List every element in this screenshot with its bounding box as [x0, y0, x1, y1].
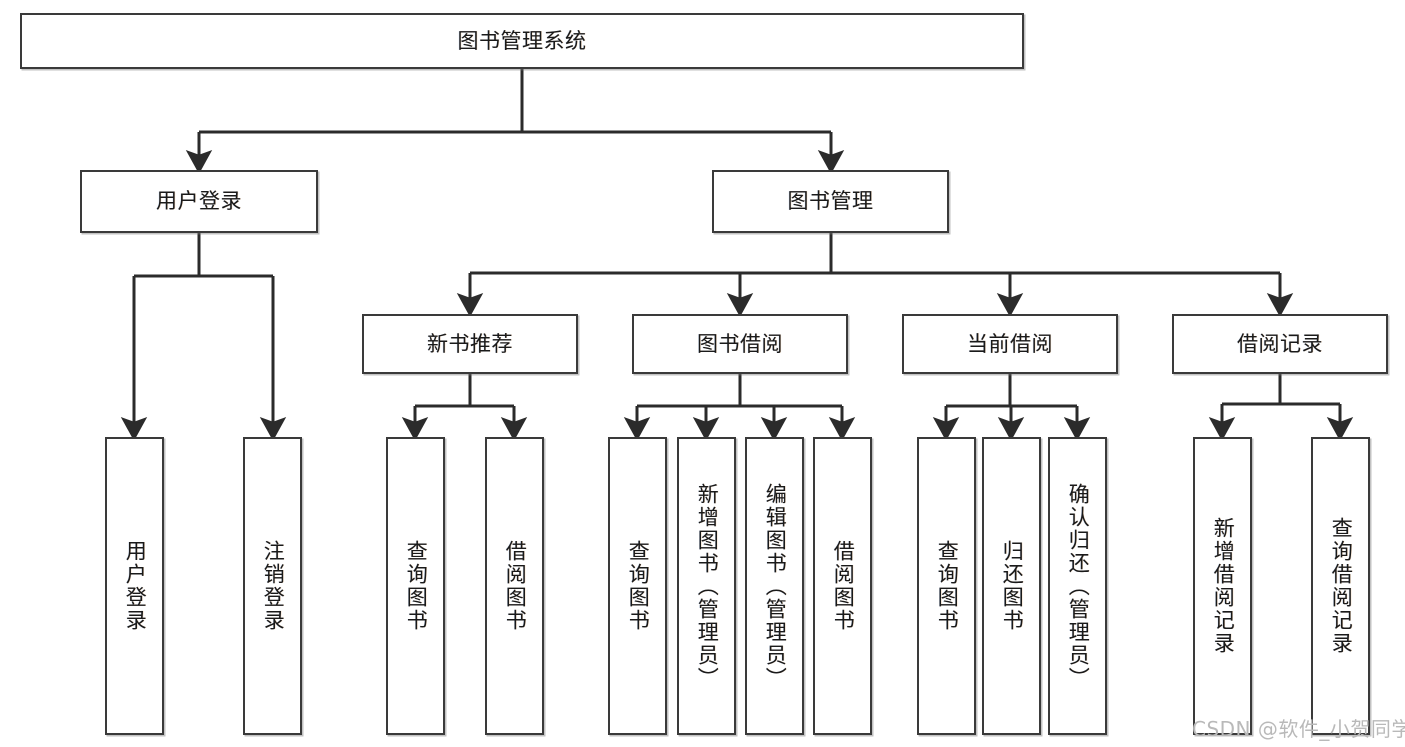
node-label: 借阅图书	[503, 540, 528, 632]
node-current-borrow[interactable]: 当前借阅	[902, 314, 1118, 374]
node-label: 图书管理系统	[457, 28, 587, 53]
node-user-login[interactable]: 用户登录	[80, 170, 318, 233]
leaf-edit-book-admin[interactable]: 编辑图书（管理员）	[745, 437, 804, 735]
leaf-borrow-book-borrow[interactable]: 借阅图书	[813, 437, 872, 735]
node-label: 借阅记录	[1237, 331, 1323, 356]
leaf-add-book-admin[interactable]: 新增图书（管理员）	[677, 437, 736, 735]
leaf-query-book-current[interactable]: 查询图书	[917, 437, 976, 735]
node-label: 注销登录	[261, 540, 286, 632]
node-label: 查询图书	[626, 540, 651, 632]
leaf-add-borrow-record[interactable]: 新增借阅记录	[1193, 437, 1252, 735]
node-label: 用户登录	[156, 189, 242, 214]
node-label: 查询图书	[404, 540, 429, 632]
node-label: 查询借阅记录	[1329, 517, 1354, 655]
node-label: 编辑图书（管理员）	[763, 482, 788, 690]
node-label: 当前借阅	[967, 331, 1053, 356]
leaf-return-book[interactable]: 归还图书	[982, 437, 1041, 735]
node-label: 查询图书	[935, 540, 960, 632]
leaf-query-book-borrow[interactable]: 查询图书	[608, 437, 667, 735]
node-label: 归还图书	[1000, 540, 1025, 632]
node-book-borrow[interactable]: 图书借阅	[632, 314, 848, 374]
leaf-confirm-return-admin[interactable]: 确认归还（管理员）	[1048, 437, 1107, 735]
node-label: 确认归还（管理员）	[1066, 482, 1091, 690]
node-borrow-records[interactable]: 借阅记录	[1172, 314, 1388, 374]
node-label: 新增借阅记录	[1211, 517, 1236, 655]
leaf-user-login[interactable]: 用户登录	[105, 437, 164, 735]
leaf-query-book-newbook[interactable]: 查询图书	[386, 437, 445, 735]
node-label: 新增图书（管理员）	[695, 482, 720, 690]
node-label: 图书管理	[787, 189, 874, 214]
node-label: 图书借阅	[697, 331, 783, 356]
node-book-management[interactable]: 图书管理	[712, 170, 949, 233]
leaf-borrow-book-newbook[interactable]: 借阅图书	[485, 437, 544, 735]
node-label: 新书推荐	[427, 331, 513, 356]
node-new-book-recommend[interactable]: 新书推荐	[362, 314, 578, 374]
node-label: 用户登录	[123, 540, 148, 632]
node-root-system[interactable]: 图书管理系统	[20, 13, 1024, 69]
leaf-query-borrow-record[interactable]: 查询借阅记录	[1311, 437, 1370, 735]
node-label: 借阅图书	[831, 540, 856, 632]
leaf-logout-login[interactable]: 注销登录	[243, 437, 302, 735]
